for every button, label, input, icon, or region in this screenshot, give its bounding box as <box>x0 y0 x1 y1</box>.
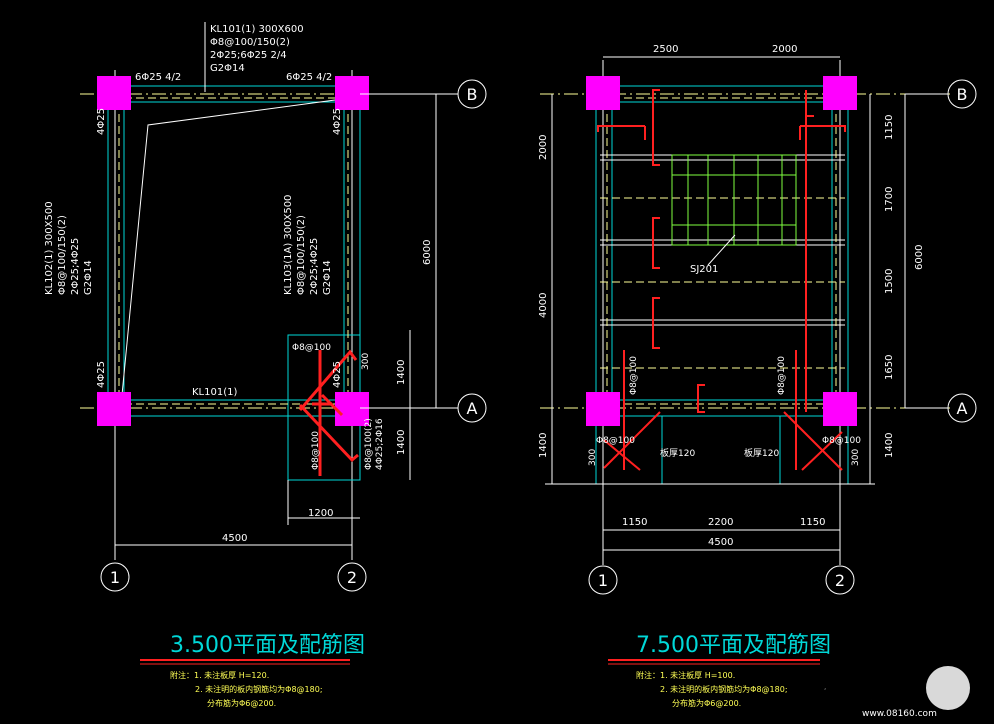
right-plan: SJ201 Φ8@100 Φ8@100 Φ8@100 <box>538 44 977 708</box>
column <box>335 392 369 426</box>
axis-bubble-b <box>947 79 977 109</box>
dim-1200: 1200 <box>308 508 333 519</box>
drawing-title-right: 7.500平面及配筋图 <box>636 633 831 658</box>
kl103-stirrup: Φ8@100/150(2) <box>296 215 307 295</box>
slab-rebar-label: Φ8@100 <box>629 356 639 395</box>
beam-rebar: 2Φ25;6Φ25 2/4 <box>210 50 287 61</box>
note-line: 分布筋为Φ6@200. <box>672 698 741 708</box>
sj201-grid <box>671 154 797 246</box>
left-plan: KL101(1) 300X600 Φ8@100/150(2) 2Φ25;6Φ25… <box>44 22 487 708</box>
dim-300: 300 <box>361 353 371 370</box>
note-line: 2. 未注明的板内钢筋均为Φ8@180; <box>195 684 323 694</box>
column <box>823 392 857 426</box>
beam-label-kl103: KL103(1A) 300X500 <box>283 195 294 295</box>
slab-rebar-label: Φ8@100 <box>822 436 861 446</box>
bar-label: 4Φ25 <box>96 108 107 135</box>
kl102-side: G2Φ14 <box>83 260 94 295</box>
slab-thickness-label: 板厚120 <box>660 447 695 459</box>
dim-2500: 2500 <box>653 44 678 55</box>
slab-rebar-label: Φ8@100 <box>596 436 635 446</box>
dim-300: 300 <box>851 449 861 466</box>
axis-label-b: B <box>467 85 478 104</box>
dim-1400: 1400 <box>538 433 549 458</box>
axis-bubble-1 <box>100 562 130 592</box>
bar-label: 4Φ25 <box>96 361 107 388</box>
dim-6000: 6000 <box>914 245 925 270</box>
beam-label-kl101-bottom: KL101(1) <box>192 387 237 398</box>
axis-bubble-a <box>947 393 977 423</box>
bar-label: 4Φ25 <box>332 361 343 388</box>
note-line: 附注：1. 未注板厚 H=120. <box>170 670 269 680</box>
dim-1500: 1500 <box>884 269 895 294</box>
beam-left <box>107 85 125 417</box>
column <box>97 76 131 110</box>
top-bar-right: 6Φ25 4/2 <box>286 72 332 83</box>
dim-1150: 1150 <box>884 115 895 140</box>
note-line: 附注：1. 未注板厚 H=100. <box>636 670 735 680</box>
column <box>97 392 131 426</box>
kl102-rebar: 2Φ25;4Φ25 <box>70 238 81 295</box>
dim-2000: 2000 <box>538 135 549 160</box>
dim-1150: 1150 <box>622 517 647 528</box>
kl102-stirrup: Φ8@100/150(2) <box>57 215 68 295</box>
bar-label: 4Φ25 <box>332 108 343 135</box>
axis-bubble-1 <box>588 565 618 595</box>
kl103-side: G2Φ14 <box>322 260 333 295</box>
dim-1700: 1700 <box>884 187 895 212</box>
dim-1400: 1400 <box>396 360 407 385</box>
dim-1400: 1400 <box>884 433 895 458</box>
slab-thickness-label: 板厚120 <box>744 447 779 459</box>
dim-4000: 4000 <box>538 293 549 318</box>
dim-1650: 1650 <box>884 355 895 380</box>
slab-rebar-label: Φ8@100 <box>292 343 331 353</box>
mascot-icon <box>926 666 970 710</box>
axis-label-1: 1 <box>598 571 608 590</box>
watermark-text: 狂想曲资讯 <box>800 681 900 705</box>
watermark: 狂想曲资讯 www.08160.com <box>800 666 970 719</box>
axis-bubble-2 <box>337 562 367 592</box>
dim-2000: 2000 <box>772 44 797 55</box>
kl103-rebar: 2Φ25;4Φ25 <box>309 238 320 295</box>
cant-beam-rebar: 4Φ25;2Φ16 <box>375 418 385 470</box>
note-line: 2. 未注明的板内钢筋均为Φ8@180; <box>660 684 788 694</box>
axis-label-1: 1 <box>110 568 120 587</box>
slab-rebar-label: Φ8@100 <box>777 356 787 395</box>
watermark-url: www.08160.com <box>862 709 937 719</box>
column <box>586 76 620 110</box>
dim-6000: 6000 <box>422 240 433 265</box>
dim-300: 300 <box>588 449 598 466</box>
dim-4500: 4500 <box>708 537 733 548</box>
cant-beam-stirrup: Φ8@100(2) <box>364 418 374 470</box>
beam-stirrup: Φ8@100/150(2) <box>210 37 290 48</box>
axis-label-2: 2 <box>347 568 357 587</box>
column <box>823 76 857 110</box>
dim-4500: 4500 <box>222 533 247 544</box>
slab-rebar-label: Φ8@100 <box>311 431 321 470</box>
column <box>335 76 369 110</box>
axis-label-a: A <box>467 399 478 418</box>
note-line: 分布筋为Φ6@200. <box>207 698 276 708</box>
sj201-label: SJ201 <box>690 264 718 275</box>
axis-label-b: B <box>957 85 968 104</box>
drawing-title-left: 3.500平面及配筋图 <box>170 633 365 658</box>
axis-label-2: 2 <box>835 571 845 590</box>
top-bar-left: 6Φ25 4/2 <box>135 72 181 83</box>
column <box>586 392 620 426</box>
dim-1150: 1150 <box>800 517 825 528</box>
dim-2200: 2200 <box>708 517 733 528</box>
beam-label-kl101: KL101(1) 300X600 <box>210 24 304 35</box>
beam-label-kl102: KL102(1) 300X500 <box>44 201 55 295</box>
beam-side-bar: G2Φ14 <box>210 63 245 74</box>
dim-1400: 1400 <box>396 430 407 455</box>
axis-label-a: A <box>957 399 968 418</box>
axis-bubble-2 <box>825 565 855 595</box>
